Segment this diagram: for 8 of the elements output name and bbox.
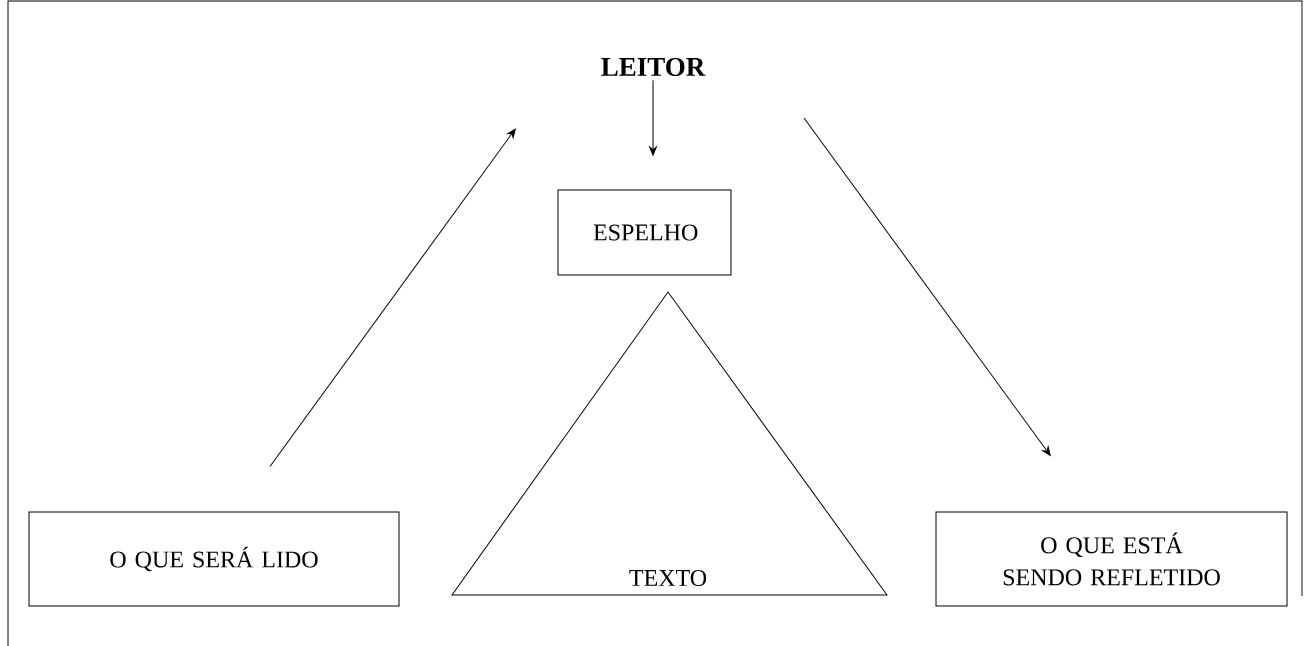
arrow: [269, 128, 516, 467]
arrow: [649, 79, 657, 156]
text-box: O QUE SERÁ LIDO: [28, 511, 400, 607]
text-box: O QUE ESTÁ SENDO REFLETIDO: [935, 511, 1288, 607]
text-box: ESPELHO: [557, 189, 732, 276]
arrow: [803, 117, 1051, 456]
triangle: TEXTO: [451, 291, 888, 596]
heading-text: LEITOR: [601, 57, 706, 77]
